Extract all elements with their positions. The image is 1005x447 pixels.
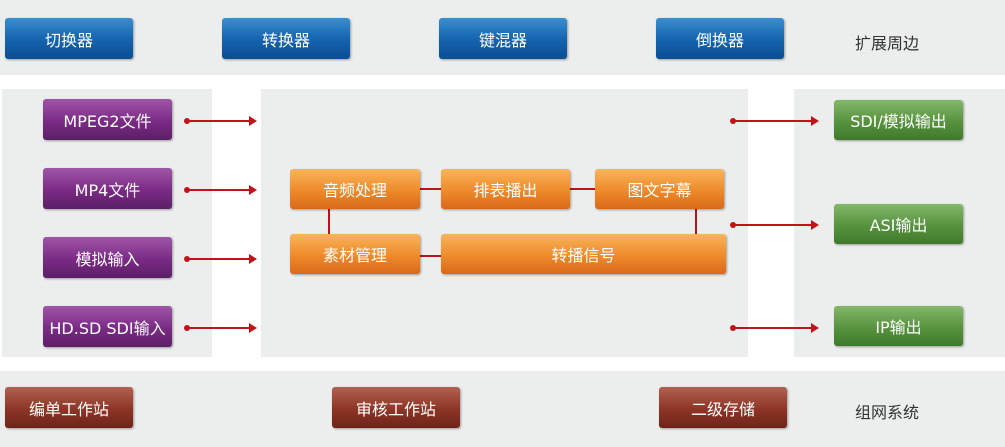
network-label: 组网系统 xyxy=(855,403,920,422)
graphics-captions[interactable]: 图文字幕 xyxy=(595,169,724,209)
audio-processing[interactable]: 音频处理 xyxy=(290,169,420,209)
schedule-playout[interactable]: 排表播出 xyxy=(441,169,570,209)
core-panel xyxy=(261,89,748,357)
network-band xyxy=(0,371,1005,447)
editing-workstation[interactable]: 编单工作站 xyxy=(5,387,133,428)
connector xyxy=(420,188,441,190)
connector xyxy=(420,255,441,257)
output-sdi-analog[interactable]: SDI/模拟输出 xyxy=(834,100,963,140)
relay-signal[interactable]: 转播信号 xyxy=(441,234,726,274)
input-arrow xyxy=(184,323,257,333)
output-asi[interactable]: ASI输出 xyxy=(834,204,963,244)
connector xyxy=(328,209,330,234)
output-arrow xyxy=(730,323,819,333)
connector xyxy=(570,188,595,190)
input-arrow xyxy=(184,185,257,195)
switcher-button[interactable]: 切换器 xyxy=(5,18,133,59)
converter-button[interactable]: 转换器 xyxy=(222,18,350,59)
secondary-storage[interactable]: 二级存储 xyxy=(659,387,787,428)
peripheral-label: 扩展周边 xyxy=(855,34,920,53)
output-ip[interactable]: IP输出 xyxy=(834,306,963,346)
connector xyxy=(695,209,697,234)
input-sdi[interactable]: HD.SD SDI输入 xyxy=(43,306,172,347)
output-arrow xyxy=(730,220,819,230)
output-arrow xyxy=(730,116,819,126)
review-workstation[interactable]: 审核工作站 xyxy=(332,387,460,428)
input-mpeg2[interactable]: MPEG2文件 xyxy=(43,99,172,140)
input-arrow xyxy=(184,254,257,264)
changeover-button[interactable]: 倒换器 xyxy=(656,18,784,59)
keyer-mixer-button[interactable]: 键混器 xyxy=(439,18,567,59)
input-arrow xyxy=(184,116,257,126)
media-management[interactable]: 素材管理 xyxy=(290,234,420,274)
input-mp4[interactable]: MP4文件 xyxy=(43,168,172,209)
input-analog[interactable]: 模拟输入 xyxy=(43,237,172,278)
